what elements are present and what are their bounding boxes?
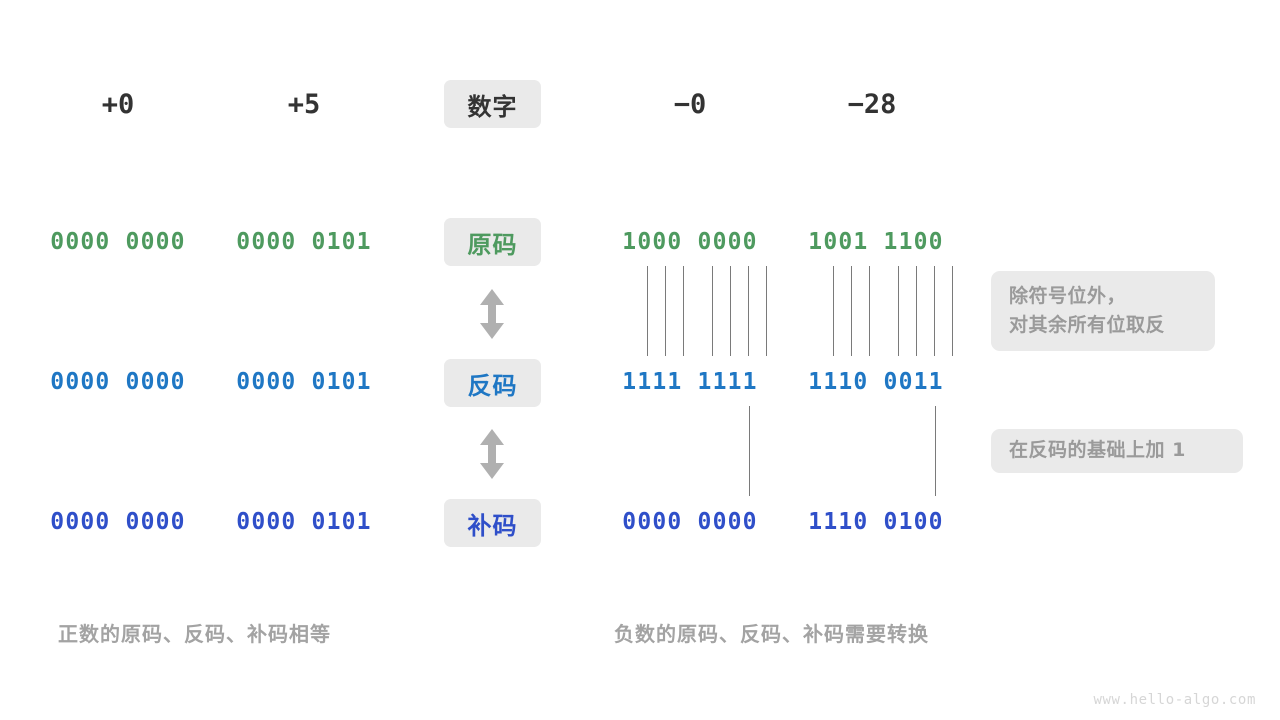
note-invert-line-2: 对其余所有位取反 — [1009, 314, 1166, 336]
header-column-minus-twentyeight: −28 — [847, 88, 897, 120]
connector-line-invert — [851, 266, 852, 356]
row-yuanma-value-minus-twentyeight: 1001 1100 — [808, 229, 944, 255]
row-yuanma-value-minus-zero: 1000 0000 — [622, 229, 758, 255]
double-arrow-vertical-icon-yuan-fan — [475, 288, 509, 340]
row-buma-value-minus-twentyeight: 1110 0100 — [808, 509, 944, 535]
row-buma-value-minus-zero: 0000 0000 — [622, 509, 758, 535]
header-column-plus-zero: +0 — [101, 88, 135, 120]
watermark-url: www.hello-algo.com — [1093, 692, 1256, 708]
row-label-yuanma: 原码 — [444, 218, 541, 266]
note-invert-except-sign-bit: 除符号位外， 对其余所有位取反 — [991, 271, 1215, 351]
note-add-one-line-1: 在反码的基础上加 1 — [1009, 439, 1186, 462]
connector-line-add-one — [749, 406, 750, 496]
row-buma-value-plus-five: 0000 0101 — [236, 509, 372, 535]
note-invert-line-1: 除符号位外， — [1009, 284, 1127, 307]
connector-line-invert — [916, 266, 917, 356]
row-fanma-value-minus-twentyeight: 1110 0011 — [808, 369, 944, 395]
connector-line-invert — [712, 266, 713, 356]
connector-line-invert — [665, 266, 666, 356]
row-yuanma-value-plus-five: 0000 0101 — [236, 229, 372, 255]
connector-line-invert — [647, 266, 648, 356]
connector-line-invert — [748, 266, 749, 356]
connector-line-invert — [683, 266, 684, 356]
header-column-minus-zero: −0 — [673, 88, 707, 120]
connector-line-invert — [833, 266, 834, 356]
caption-negative-convert: 负数的原码、反码、补码需要转换 — [614, 622, 929, 646]
double-arrow-vertical-icon-fan-bu — [475, 428, 509, 480]
connector-line-add-one — [935, 406, 936, 496]
row-fanma-value-plus-five: 0000 0101 — [236, 369, 372, 395]
header-column-plus-five: +5 — [287, 88, 321, 120]
row-fanma-value-plus-zero: 0000 0000 — [50, 369, 186, 395]
row-label-fanma: 反码 — [444, 359, 541, 407]
connector-line-invert — [952, 266, 953, 356]
note-add-one: 在反码的基础上加 1 — [991, 429, 1243, 473]
row-label-buma: 补码 — [444, 499, 541, 547]
connector-line-invert — [869, 266, 870, 356]
connector-line-invert — [766, 266, 767, 356]
connector-line-invert — [934, 266, 935, 356]
row-yuanma-value-plus-zero: 0000 0000 — [50, 229, 186, 255]
connector-line-invert — [898, 266, 899, 356]
connector-line-invert — [730, 266, 731, 356]
caption-positive-equal: 正数的原码、反码、补码相等 — [58, 622, 331, 646]
row-fanma-value-minus-zero: 1111 1111 — [622, 369, 758, 395]
row-header-label-number: 数字 — [444, 80, 541, 128]
row-buma-value-plus-zero: 0000 0000 — [50, 509, 186, 535]
